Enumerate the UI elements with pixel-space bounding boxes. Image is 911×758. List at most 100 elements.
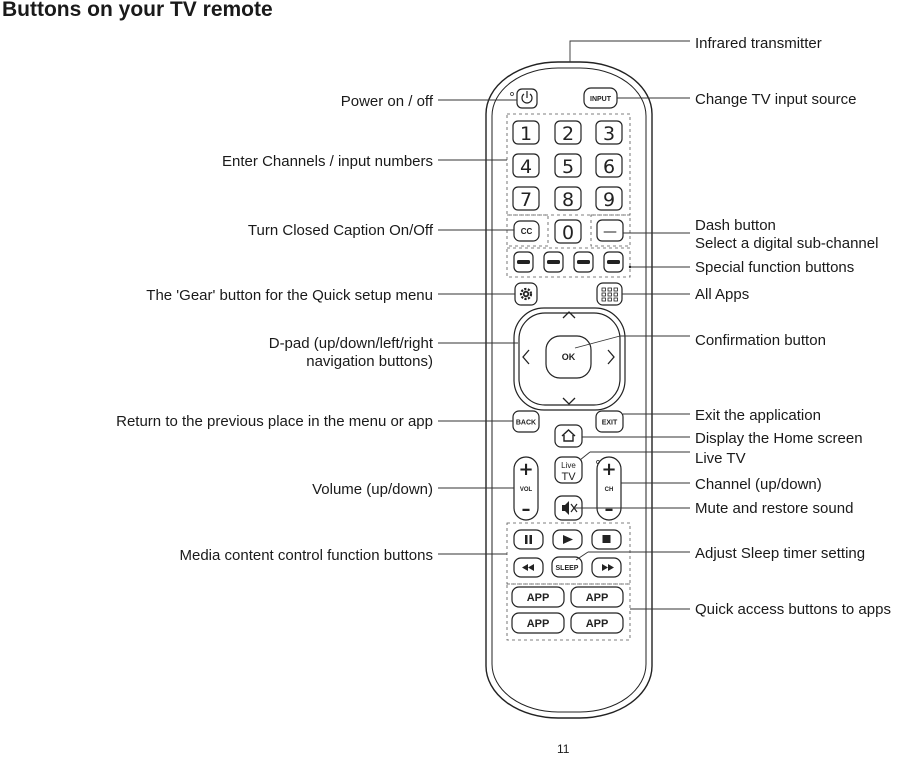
chevron-down-icon [562,397,576,405]
label-infrared: Infrared transmitter [695,35,822,52]
channel-down-label: – [605,499,614,520]
digit-label-5: 5 [562,156,574,178]
label-home: Display the Home screen [695,430,863,447]
pause-icon [525,535,532,544]
label-all-apps: All Apps [695,286,750,303]
special-button-3[interactable] [573,251,594,273]
digit-label-2: 2 [562,123,574,145]
app-button-3[interactable]: APP [511,612,565,634]
digit-button-8[interactable]: 8 [554,186,582,211]
ok-button-label: OK [562,352,576,362]
label-back: Return to the previous place in the menu… [116,413,433,430]
label-livetv: Live TV [695,450,746,467]
gear-icon [519,287,533,301]
sleep-button[interactable]: SLEEP [551,556,583,578]
fast-forward-icon [602,564,614,571]
stop-button[interactable] [591,529,622,550]
number-pad-group [506,113,631,216]
volume-label: VOL [520,487,533,493]
rewind-button[interactable] [513,557,544,578]
app-button-label: APP [586,618,609,630]
ok-button[interactable]: OK [545,335,592,379]
label-dash-line2: Select a digital sub-channel [695,235,879,252]
leader-lines [438,40,690,610]
back-button[interactable]: BACK [512,410,540,433]
channel-label: CH [605,487,614,493]
label-power: Power on / off [340,93,433,110]
gear-button[interactable] [514,282,538,306]
special-group [506,247,631,278]
digit-label-9: 9 [603,189,615,211]
label-media: Media content control function buttons [179,547,434,564]
media-group [506,522,631,585]
label-dpad-line2: navigation buttons) [306,353,433,370]
page-title: Buttons on your TV remote [2,0,273,21]
live-tv-button[interactable]: Live TV [554,456,583,484]
fast-forward-button[interactable] [591,557,622,578]
label-sleep: Adjust Sleep timer setting [695,545,866,562]
pause-button[interactable] [513,529,544,550]
digit-button-0[interactable]: 0 [554,219,582,244]
digit-button-9[interactable]: 9 [595,186,623,211]
app-button-label: APP [586,592,609,604]
stop-icon [602,535,611,543]
special-button-2[interactable] [543,251,564,273]
label-exit: Exit the application [695,407,821,424]
power-button[interactable] [516,88,538,109]
back-button-label: BACK [516,420,536,427]
input-button[interactable]: INPUT [583,87,618,109]
volume-up-label: + [518,459,533,480]
home-icon [561,429,576,442]
dash-group [590,214,631,247]
app-button-4[interactable]: APP [570,612,624,634]
digit-label-8: 8 [562,189,574,211]
volume-down-label: – [522,499,531,520]
live-tv-label-tv: TV [561,471,576,483]
digit-button-2[interactable]: 2 [554,120,582,145]
chevron-right-icon [607,349,615,365]
home-button[interactable] [554,424,583,448]
app-button-1[interactable]: APP [511,586,565,608]
chevron-left-icon [522,349,530,365]
play-button[interactable] [552,529,583,550]
label-cc: Turn Closed Caption On/Off [247,222,433,239]
digit-button-3[interactable]: 3 [595,120,623,145]
digit-button-5[interactable]: 5 [554,153,582,178]
digit-button-7[interactable]: 7 [512,186,540,211]
special-button-4[interactable] [603,251,624,273]
label-mute: Mute and restore sound [695,500,854,517]
digit-button-4[interactable]: 4 [512,153,540,178]
play-icon [563,535,573,544]
app-button-2[interactable]: APP [570,586,624,608]
page-number: 11 [557,742,570,756]
cc-button[interactable]: CC [513,220,540,242]
label-input: Change TV input source [695,91,857,108]
grid-icon [601,287,618,302]
app-button-label: APP [527,592,550,604]
channel-dot [596,460,600,464]
digit-label-6: 6 [603,156,615,178]
channel-rocker[interactable]: + CH – [596,456,622,521]
special-button-1[interactable] [513,251,534,273]
app-button-label: APP [527,618,550,630]
label-gear: The 'Gear' button for the Quick setup me… [146,287,433,304]
exit-button-label: EXIT [602,420,618,427]
digit-button-1[interactable]: 1 [512,120,540,145]
exit-button[interactable]: EXIT [595,410,624,433]
cc-button-label: CC [521,227,533,236]
volume-rocker[interactable]: + VOL – [513,456,539,521]
channel-up-label: + [601,459,616,480]
label-volume: Volume (up/down) [312,481,433,498]
power-icon [521,91,533,104]
digit-label-7: 7 [520,189,532,211]
label-channels: Enter Channels / input numbers [222,153,433,170]
all-apps-button[interactable] [596,282,623,306]
digit-label-4: 4 [520,156,532,178]
live-tv-label-live: Live [561,461,576,470]
label-special: Special function buttons [695,259,855,276]
dash-button[interactable]: — [596,219,624,242]
digit-label-3: 3 [603,123,615,145]
digit-button-6[interactable]: 6 [595,153,623,178]
digit-label-1: 1 [520,123,532,145]
